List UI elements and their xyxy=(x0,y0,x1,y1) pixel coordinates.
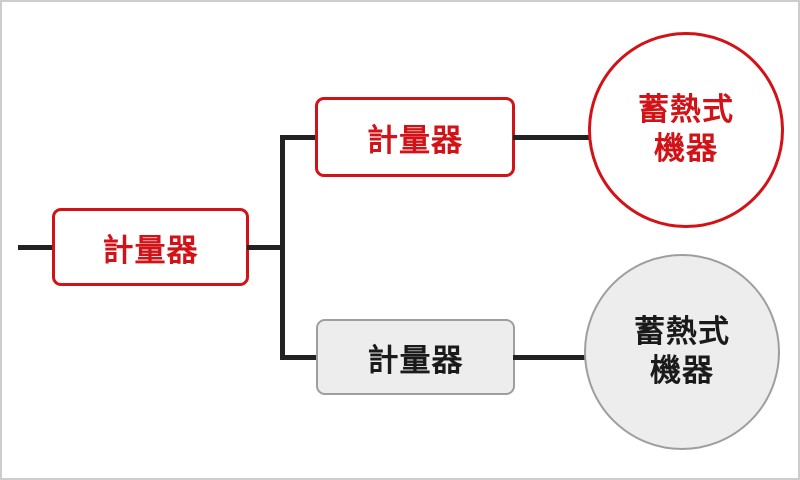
main-to-trunk-line xyxy=(247,245,283,250)
bottom-device-label-line2: 機器 xyxy=(650,353,714,388)
main-meter-box: 計量器 xyxy=(52,208,249,286)
bottom-meter-label: 計量器 xyxy=(367,342,464,378)
top-device-label-line1: 蓄熱式 xyxy=(638,92,734,128)
bottom-meter-to-device-line xyxy=(513,355,587,360)
bottom-device-label-line1: 蓄熱式 xyxy=(634,314,730,350)
branch-trunk-line xyxy=(280,135,285,360)
bottom-branch-line xyxy=(283,355,317,360)
bottom-meter-box: 計量器 xyxy=(316,319,515,395)
top-meter-label: 計量器 xyxy=(367,122,463,158)
top-device-label-line2: 機器 xyxy=(654,131,718,166)
top-meter-box: 計量器 xyxy=(315,97,515,177)
top-meter-to-device-line xyxy=(513,135,591,140)
top-branch-line xyxy=(283,135,317,140)
incoming-supply-line xyxy=(18,245,52,250)
main-meter-label: 計量器 xyxy=(102,232,199,268)
top-device-circle: 蓄熱式 機器 xyxy=(588,32,784,228)
bottom-device-circle: 蓄熱式 機器 xyxy=(584,254,780,450)
